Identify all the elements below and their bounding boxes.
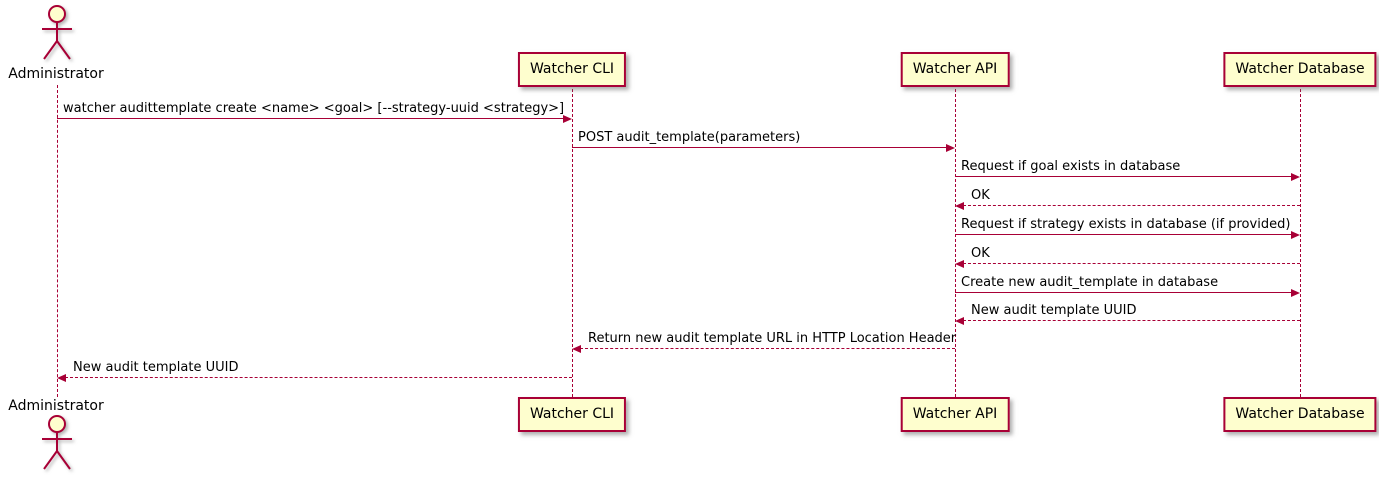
message-9-arrowhead xyxy=(572,345,581,353)
message-1-label: watcher audittemplate create <name> <goa… xyxy=(63,101,565,116)
message-5-arrowhead xyxy=(1291,231,1300,239)
message-3-arrowhead xyxy=(1291,173,1300,181)
message-4-label: OK xyxy=(971,188,990,203)
message-5-label: Request if strategy exists in database (… xyxy=(961,217,1291,232)
participant-watcher-database-bottom: Watcher Database xyxy=(1223,397,1377,432)
message-2: POST audit_template(parameters) xyxy=(572,128,955,152)
message-4-arrowhead xyxy=(955,202,964,210)
message-1-arrowhead xyxy=(563,115,572,123)
message-4-line xyxy=(963,205,1300,206)
message-10-arrowhead xyxy=(57,374,66,382)
message-9: Return new audit template URL in HTTP Lo… xyxy=(572,329,957,353)
lifeline-administrator xyxy=(57,85,58,397)
lifeline-watcher-database xyxy=(1300,84,1301,397)
actor-icon xyxy=(35,4,79,66)
message-2-label: POST audit_template(parameters) xyxy=(578,130,801,145)
message-9-line xyxy=(580,348,955,349)
participant-watcher-api-top: Watcher API xyxy=(900,52,1010,87)
message-4: OK xyxy=(955,186,1300,210)
message-8-label: New audit template UUID xyxy=(971,303,1137,318)
participant-watcher-database-top: Watcher Database xyxy=(1223,52,1377,87)
participant-watcher-api-bottom: Watcher API xyxy=(900,397,1010,432)
message-9-label: Return new audit template URL in HTTP Lo… xyxy=(588,331,957,346)
message-10-label: New audit template UUID xyxy=(73,360,239,375)
message-1: watcher audittemplate create <name> <goa… xyxy=(57,99,572,123)
message-2-line xyxy=(572,147,947,148)
message-3-label: Request if goal exists in database xyxy=(961,159,1181,174)
message-10-line xyxy=(65,377,572,378)
message-1-line xyxy=(57,118,564,119)
message-7: Create new audit_template in database xyxy=(955,273,1300,297)
participant-watcher-cli-bottom: Watcher CLI xyxy=(517,397,627,432)
message-7-line xyxy=(955,292,1292,293)
message-3-line xyxy=(955,176,1292,177)
message-5-line xyxy=(955,234,1292,235)
message-6: OK xyxy=(955,244,1300,268)
message-6-arrowhead xyxy=(955,260,964,268)
participant-watcher-cli-top: Watcher CLI xyxy=(517,52,627,87)
actor-icon-bottom xyxy=(35,414,79,476)
message-6-line xyxy=(963,263,1300,264)
lifeline-watcher-cli xyxy=(572,84,573,397)
message-7-label: Create new audit_template in database xyxy=(961,275,1219,290)
lifeline-watcher-api xyxy=(955,84,956,397)
message-5: Request if strategy exists in database (… xyxy=(955,215,1300,239)
message-6-label: OK xyxy=(971,246,990,261)
message-7-arrowhead xyxy=(1291,289,1300,297)
actor-label-top: Administrator xyxy=(8,66,104,82)
message-8-line xyxy=(963,320,1300,321)
message-3: Request if goal exists in database xyxy=(955,157,1300,181)
actor-label-bottom: Administrator xyxy=(8,398,104,414)
message-10: New audit template UUID xyxy=(57,358,572,382)
message-2-arrowhead xyxy=(946,144,955,152)
message-8: New audit template UUID xyxy=(955,301,1300,325)
message-8-arrowhead xyxy=(955,317,964,325)
